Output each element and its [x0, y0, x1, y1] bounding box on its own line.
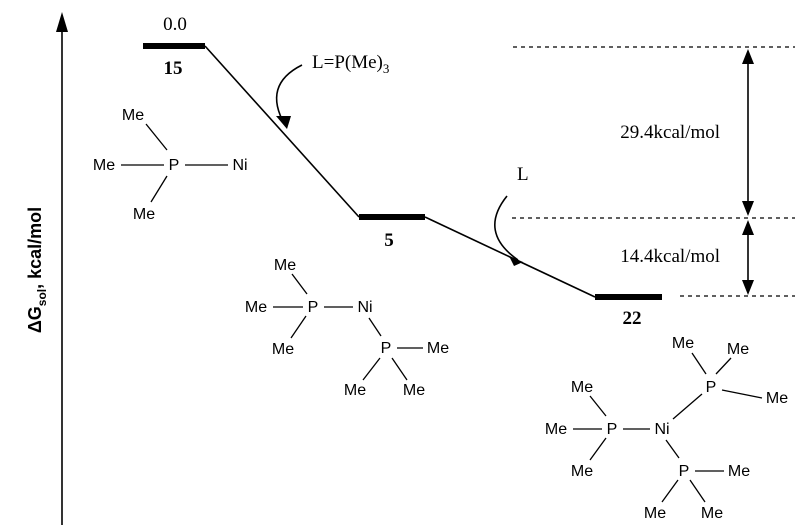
structure-22-p: P — [679, 463, 690, 480]
ligand-addition-arrow-1-head — [276, 116, 291, 129]
ligand-addition-arrow-2-head — [509, 256, 523, 266]
structure-5-me: Me — [245, 299, 267, 316]
structure-5-me: Me — [403, 382, 425, 399]
gap-arrow-upper-head-bottom — [742, 201, 754, 216]
structure-22-bond — [665, 439, 680, 459]
structure-5-bond — [368, 317, 382, 337]
gap-arrow-lower-head-bottom — [742, 280, 754, 295]
ligand-addition-arrow-2 — [494, 195, 519, 261]
structure-22: Me Me P Me Me Me P Ni Me P Me Me Me — [545, 335, 788, 522]
energy-axis-label: ΔGsol, kcal/mol — [25, 207, 49, 333]
structure-22-bond — [715, 357, 732, 375]
structure-15-p: P — [169, 157, 180, 174]
structure-22-me: Me — [644, 505, 666, 522]
structure-15: Me Me Me P Ni — [93, 107, 248, 223]
structure-22-me: Me — [728, 463, 750, 480]
structure-22-bond — [589, 395, 607, 417]
structure-22-bond — [672, 393, 703, 420]
structure-22-bond — [689, 479, 706, 503]
structure-15-bond — [150, 175, 168, 203]
structure-5-p: P — [308, 299, 319, 316]
structure-22-p: P — [607, 421, 618, 438]
gap-upper-label: 29.4kcal/mol — [620, 122, 720, 143]
ligand-definition-label: L=P(Me)3 — [312, 52, 389, 76]
structure-22-bond — [661, 479, 679, 503]
structure-22-bond — [721, 389, 763, 399]
structure-22-me: Me — [672, 335, 694, 352]
structure-22-me: Me — [545, 421, 567, 438]
structure-5-me: Me — [272, 341, 294, 358]
structure-5: Me Me Me P Ni P Me Me Me — [245, 257, 449, 399]
structure-15-me-top: Me — [122, 107, 144, 124]
structure-15-me-bottom: Me — [133, 206, 155, 223]
structure-15-ni: Ni — [232, 157, 247, 174]
structure-22-me: Me — [571, 463, 593, 480]
gap-lower-label: 14.4kcal/mol — [620, 246, 720, 267]
structure-5-me: Me — [427, 340, 449, 357]
structure-22-me: Me — [766, 390, 788, 407]
gap-arrow-upper-head-top — [742, 49, 754, 64]
structure-5-bond — [362, 357, 381, 381]
level-5-id: 5 — [384, 230, 394, 251]
gap-arrow-lower-head-top — [742, 220, 754, 235]
structure-5-p: P — [381, 340, 392, 357]
structure-5-bond — [290, 315, 307, 339]
structure-22-me: Me — [571, 379, 593, 396]
structure-5-ni: Ni — [357, 299, 372, 316]
structure-5-bond — [291, 273, 308, 295]
connector-15-to-5 — [204, 45, 360, 218]
structure-22-bond — [691, 352, 707, 375]
structure-15-bond — [145, 123, 168, 151]
structure-22-ni: Ni — [654, 421, 669, 438]
structure-5-bond — [391, 357, 408, 381]
structure-22-p: P — [706, 379, 717, 396]
structure-5-me: Me — [344, 382, 366, 399]
level-15-id: 15 — [164, 58, 183, 79]
level-15-energy: 0.0 — [163, 14, 187, 35]
structure-15-me-left: Me — [93, 157, 115, 174]
structure-22-me: Me — [727, 341, 749, 358]
structure-22-me: Me — [701, 505, 723, 522]
structure-5-me: Me — [274, 257, 296, 274]
structure-22-bond — [589, 437, 607, 461]
energy-axis-arrowhead — [56, 12, 68, 32]
ligand-label-2: L — [517, 164, 529, 185]
level-22-id: 22 — [623, 308, 642, 329]
